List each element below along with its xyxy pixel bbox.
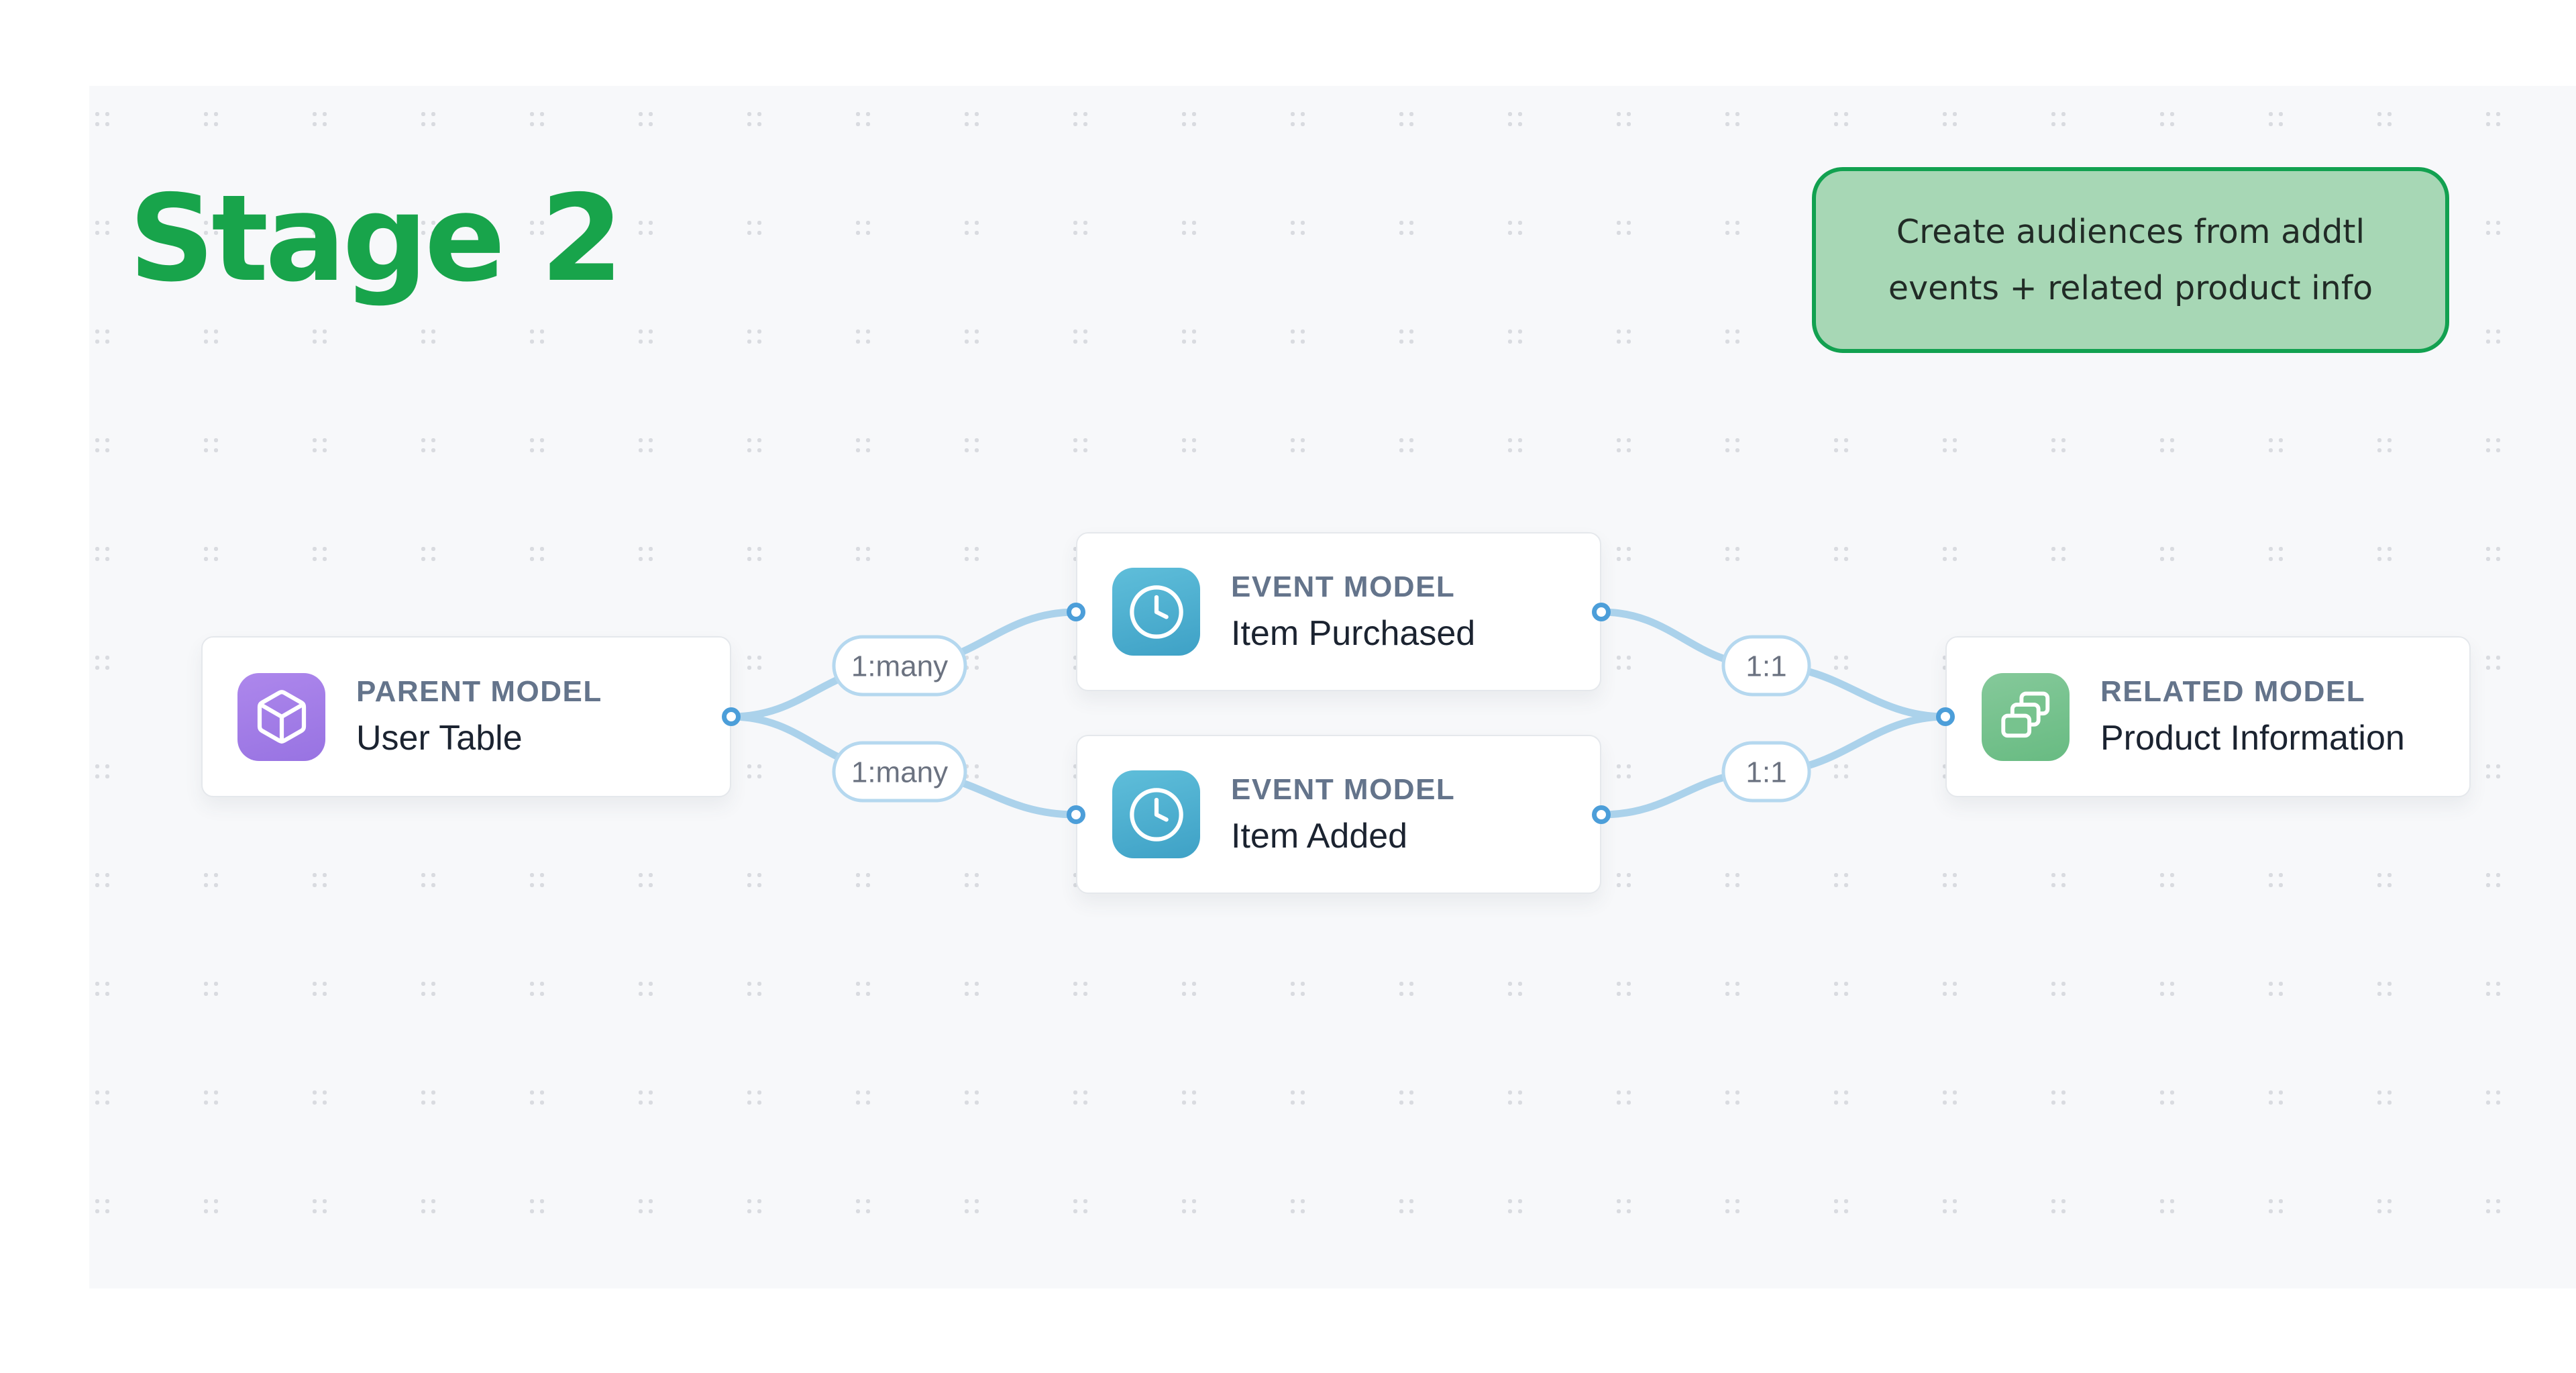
node-type-label: RELATED MODEL (2100, 675, 2366, 708)
clock-icon (1112, 770, 1200, 858)
node-name-label: User Table (356, 719, 523, 758)
node-texts: EVENT MODEL Item Added (1231, 773, 1455, 856)
node-product-info[interactable]: RELATED MODEL Product Information (1945, 636, 2471, 797)
node-type-label: EVENT MODEL (1231, 772, 1456, 806)
node-texts: RELATED MODEL Product Information (2100, 675, 2405, 758)
layers-icon (1982, 672, 2070, 761)
node-name-label: Item Added (1231, 816, 1408, 856)
clock-icon (1112, 568, 1200, 656)
node-name-label: Product Information (2100, 719, 2405, 758)
stage-title: Stage 2 (129, 169, 623, 308)
node-texts: PARENT MODEL User Table (356, 675, 602, 758)
node-type-label: EVENT MODEL (1231, 570, 1456, 603)
node-texts: EVENT MODEL Item Purchased (1231, 570, 1475, 654)
annotation-note[interactable]: Create audiences from addtl events + rel… (1812, 167, 2449, 353)
node-item-added[interactable]: EVENT MODEL Item Added (1076, 735, 1601, 894)
node-name-label: Item Purchased (1231, 613, 1476, 653)
node-item-purchased[interactable]: EVENT MODEL Item Purchased (1076, 532, 1601, 691)
cube-icon (237, 672, 325, 761)
node-type-label: PARENT MODEL (356, 675, 602, 708)
node-user-table[interactable]: PARENT MODEL User Table (201, 636, 731, 797)
annotation-note-text: Create audiences from addtl events + rel… (1888, 213, 2373, 307)
